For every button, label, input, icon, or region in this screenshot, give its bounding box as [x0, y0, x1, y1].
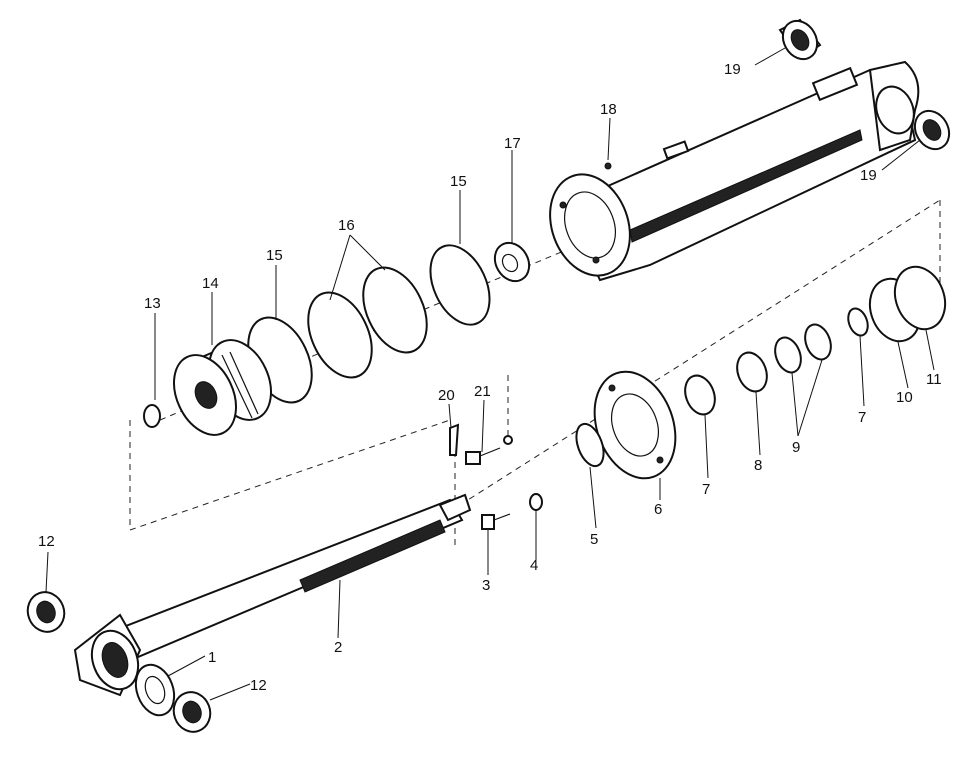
label-part-19-top: 19 — [724, 61, 741, 78]
barrel-bushing-top — [778, 18, 822, 61]
label-part-17: 17 — [504, 135, 521, 152]
label-part-2: 2 — [334, 639, 342, 656]
label-part-15-upper: 15 — [450, 173, 467, 190]
label-part-13: 13 — [144, 295, 161, 312]
bolt-3 — [481, 513, 511, 530]
snap-ring — [143, 404, 161, 428]
rod-bushing-left — [26, 591, 66, 633]
pin-20 — [449, 423, 460, 456]
rod-eye — [73, 613, 142, 697]
label-part-12-right: 12 — [250, 677, 267, 694]
leader-lines — [45, 47, 935, 701]
wear-ring-upper — [429, 244, 491, 326]
label-part-4: 4 — [530, 557, 538, 574]
cylinder-head — [593, 370, 677, 480]
barrel-bushing-right — [913, 109, 951, 151]
piston-rod — [88, 493, 472, 670]
piston — [173, 339, 272, 436]
washer-4 — [529, 493, 543, 511]
outer-seal-11 — [893, 265, 947, 331]
label-part-10: 10 — [896, 389, 913, 406]
label-part-6: 6 — [654, 501, 662, 518]
label-part-21: 21 — [474, 383, 491, 400]
label-part-7-small: 7 — [858, 409, 866, 426]
wiper — [736, 351, 768, 393]
rod-bearing — [134, 663, 176, 717]
label-part-12-left: 12 — [38, 533, 55, 550]
label-part-14: 14 — [202, 275, 219, 292]
label-part-5: 5 — [590, 531, 598, 548]
part-number-labels: 1 2 3 4 5 6 7 7 8 9 10 11 12 12 13 14 15… — [38, 61, 942, 694]
head-wear-ring — [684, 374, 716, 416]
label-part-3: 3 — [482, 577, 490, 594]
small-wear-ring — [847, 307, 869, 337]
label-part-11: 11 — [926, 371, 942, 388]
label-part-7-head: 7 — [702, 481, 710, 498]
label-part-18: 18 — [600, 101, 617, 118]
piston-seals — [307, 266, 428, 379]
label-part-9: 9 — [792, 439, 800, 456]
label-part-15-lower: 15 — [266, 247, 283, 264]
label-part-1: 1 — [208, 649, 216, 666]
rod-bushing-right — [172, 691, 212, 733]
cylinder-barrel — [549, 60, 920, 282]
screw-21 — [465, 435, 513, 465]
rod-seals — [774, 323, 832, 374]
label-part-8: 8 — [754, 457, 762, 474]
label-part-20: 20 — [438, 387, 455, 404]
label-part-16: 16 — [338, 217, 355, 234]
label-part-19-right: 19 — [860, 167, 877, 184]
retaining-ring — [575, 422, 605, 468]
piston-nut — [493, 241, 531, 283]
